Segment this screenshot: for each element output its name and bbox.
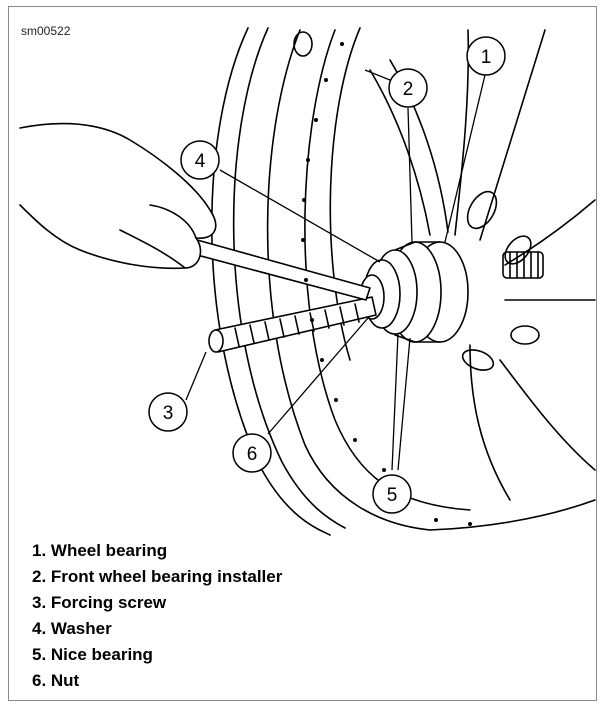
callout-number-2: 2 [403,79,414,100]
spoke-top [455,30,468,235]
callout-number-1: 1 [481,47,492,68]
spoke-right [505,200,595,265]
leader-2b [408,108,412,242]
rim-bottom [430,500,595,530]
spoke-lower-right [500,360,595,470]
callout-number-3: 3 [163,403,174,424]
parts-legend: 1. Wheel bearing 2. Front wheel bearing … [32,538,282,694]
legend-item: 2. Front wheel bearing installer [32,564,282,590]
leader-5a [392,334,398,470]
leader-1 [445,75,485,242]
valve-stem [294,32,312,56]
hub-hole [460,346,496,374]
callout-number-6: 6 [247,444,258,465]
callout-number-4: 4 [195,151,206,172]
hub-hole [511,326,539,344]
forcing-screw-end [209,330,223,352]
callout-number-5: 5 [387,485,398,506]
leader-4 [220,170,380,262]
axle-thread [510,252,538,278]
legend-item: 6. Nut [32,668,282,694]
hand [20,124,216,269]
axle-stub [503,252,543,278]
leader-5b [398,338,410,470]
legend-item: 5. Nice bearing [32,642,282,668]
legend-item: 4. Washer [32,616,282,642]
legend-item: 3. Forcing screw [32,590,282,616]
legend-item: 1. Wheel bearing [32,538,282,564]
hub-hole [462,187,503,234]
leader-3 [186,352,206,400]
